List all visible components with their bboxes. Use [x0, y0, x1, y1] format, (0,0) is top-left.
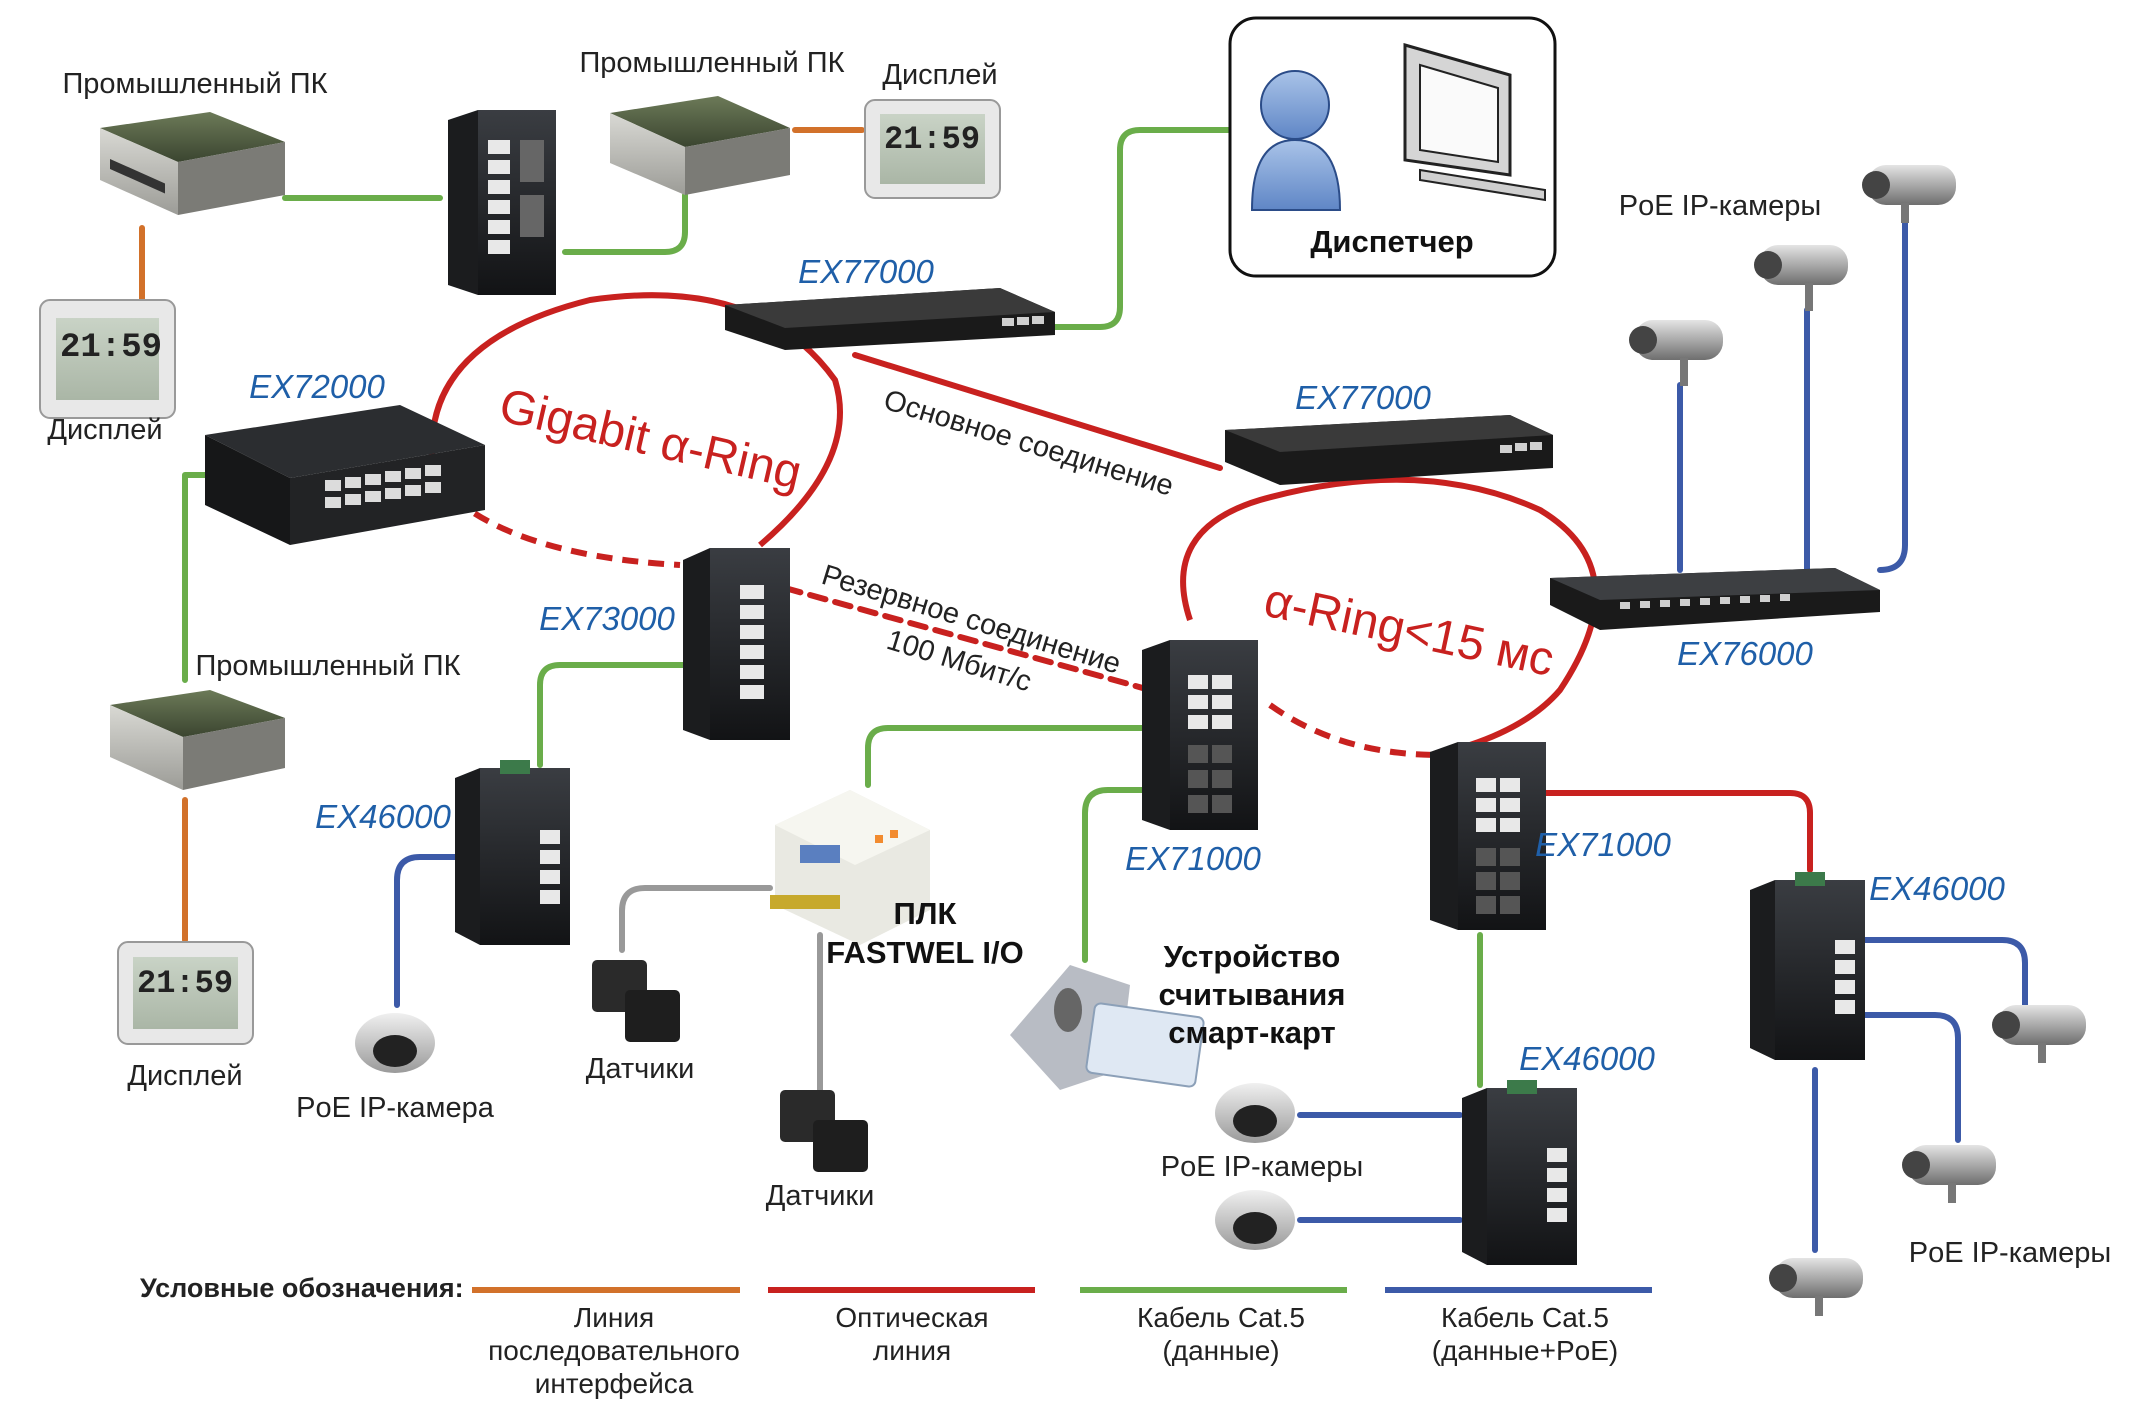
- camera-bullet-icons: [1629, 165, 2086, 1316]
- legend-cat5-poe-label-1: Кабель Cat.5: [1441, 1302, 1609, 1333]
- switch-ex46000-center[interactable]: [1462, 1080, 1577, 1265]
- smart-card-reader[interactable]: [1010, 965, 1205, 1090]
- ex73000-label: EX73000: [539, 600, 675, 637]
- display-bottom-left-clock: 21:59: [137, 965, 233, 1002]
- poe-camera-icon[interactable]: [1902, 1145, 1996, 1203]
- plc-label-2: FASTWEL I/O: [826, 935, 1024, 970]
- switch-ex71000-a[interactable]: [1142, 640, 1258, 830]
- sensors-group-1[interactable]: [592, 960, 680, 1042]
- switch-ex77000-right[interactable]: [1225, 415, 1553, 485]
- ex46000-left-label: EX46000: [315, 798, 451, 835]
- dispatcher-box[interactable]: Диспетчер: [1228, 16, 1557, 278]
- reader-label-1: Устройство: [1164, 939, 1341, 974]
- legend-optical-label-1: Оптическая: [835, 1302, 988, 1333]
- switch-ex46000-left[interactable]: [455, 760, 570, 945]
- display-top-right[interactable]: 21:59: [864, 99, 1001, 199]
- legend: Условные обозначения: Линия последовател…: [140, 1273, 1652, 1399]
- display-top-right-clock: 21:59: [884, 121, 980, 158]
- legend-serial-label-2: последовательного: [488, 1335, 740, 1366]
- cat5-line-ex73000-to-ex46000: [537, 662, 686, 768]
- ipc-top-mid-label: Промышленный ПК: [579, 47, 844, 79]
- legend-serial-label-1: Линия: [574, 1302, 654, 1333]
- switch-top-vertical[interactable]: [448, 110, 556, 295]
- gigabit-ring-solid: [428, 292, 843, 548]
- legend-cat5-label-2: (данные): [1162, 1335, 1279, 1366]
- gigabit-ring-dashed: [432, 478, 681, 568]
- connection-lines: [139, 127, 2028, 1253]
- monitor-icon: [1403, 43, 1546, 202]
- display-bottom-left[interactable]: 21:59: [117, 941, 254, 1045]
- dome-camera-icons: [355, 1013, 1295, 1250]
- cam-left-label: PoE IP-камера: [296, 1092, 495, 1124]
- switch-ex76000[interactable]: [1550, 568, 1880, 630]
- ipc-top-left-label: Промышленный ПК: [62, 68, 327, 100]
- ex46000-center-label: EX46000: [1519, 1040, 1655, 1077]
- sensors-2-label: Датчики: [766, 1180, 875, 1212]
- poe-camera-icon[interactable]: [1769, 1258, 1863, 1316]
- reader-label-2: считывания: [1159, 977, 1346, 1012]
- plc-label-1: ПЛК: [894, 896, 957, 931]
- cams-center-label: PoE IP-камеры: [1161, 1151, 1363, 1183]
- industrial-pc-top-left[interactable]: [100, 112, 285, 215]
- ex77000-top-label: EX77000: [798, 253, 934, 290]
- sensors-1-label: Датчики: [586, 1053, 695, 1085]
- ex71000-b-label: EX71000: [1535, 826, 1671, 863]
- cams-top-right-label: PoE IP-камеры: [1619, 190, 1821, 222]
- ex77000-right-label: EX77000: [1295, 379, 1431, 416]
- cams-bottom-right-label: PoE IP-камеры: [1909, 1237, 2111, 1269]
- dispatcher-label: Диспетчер: [1310, 224, 1473, 259]
- cat5-line-ex77000-to-dispatcher: [1052, 127, 1243, 330]
- display-left-clock: 21:59: [60, 329, 162, 367]
- poe-line-ex46000r-to-cam-b: [1837, 1012, 1961, 1143]
- legend-serial-label-3: интерфейса: [535, 1368, 694, 1399]
- poe-camera-icon[interactable]: [1629, 320, 1723, 386]
- cat5-line-ex71000-to-plc: [865, 725, 1151, 788]
- ex71000-a-label: EX71000: [1125, 840, 1261, 877]
- display-bottom-left-label: Дисплей: [127, 1060, 242, 1092]
- gigabit-ring-label: Gigabit α-Ring: [495, 379, 807, 500]
- sensors-group-2[interactable]: [780, 1090, 868, 1172]
- poe-line-ex46000r-to-cam-a: [1837, 937, 2028, 1008]
- fast-ring-label: α-Ring<15 мс: [1260, 574, 1559, 687]
- legend-optical-label-2: линия: [873, 1335, 951, 1366]
- industrial-pc-mid-left[interactable]: [110, 690, 285, 790]
- switch-ex73000[interactable]: [683, 548, 790, 740]
- cat5-line-ex71000-to-reader: [1082, 787, 1151, 963]
- cat5-line-switch-to-ipc-mid: [562, 192, 688, 255]
- ipc-mid-left-label: Промышленный ПК: [195, 650, 460, 682]
- reader-label-3: смарт-карт: [1168, 1015, 1336, 1050]
- plc-line-to-sensors-1: [619, 885, 773, 953]
- poe-line-ex46000-to-cam-left: [394, 854, 458, 1008]
- poe-line-ex76000-to-cam3: [1877, 217, 1908, 573]
- display-top-right-label: Дисплей: [882, 59, 997, 91]
- fast-ring-solid: [1180, 476, 1599, 748]
- optical-line-main: [852, 352, 1223, 471]
- poe-camera-icon[interactable]: [1862, 165, 1956, 223]
- ex46000-right-label: EX46000: [1869, 870, 2005, 907]
- legend-cat5-label-1: Кабель Cat.5: [1137, 1302, 1305, 1333]
- ex76000-label: EX76000: [1677, 635, 1813, 672]
- poe-camera-icon[interactable]: [1992, 1005, 2086, 1063]
- cat5-line-ex72000-to-ipc: [182, 472, 213, 683]
- display-left-label: Дисплей: [47, 414, 162, 446]
- display-left[interactable]: 21:59: [39, 299, 176, 419]
- dome-camera-icon[interactable]: [355, 1013, 435, 1073]
- plc-fastwel[interactable]: [770, 790, 930, 945]
- dome-camera-icon[interactable]: [1215, 1190, 1295, 1250]
- fast-ring-dashed: [1268, 702, 1441, 758]
- ex72000-label: EX72000: [249, 368, 385, 405]
- switch-ex72000[interactable]: [205, 405, 485, 545]
- legend-title: Условные обозначения:: [140, 1273, 464, 1303]
- switch-ex77000-top[interactable]: [725, 288, 1055, 350]
- industrial-pc-top-mid[interactable]: [610, 96, 790, 195]
- switch-ex46000-right[interactable]: [1750, 872, 1865, 1060]
- poe-camera-icon[interactable]: [1754, 245, 1848, 311]
- optical-line-backup: [782, 585, 1153, 693]
- switch-ex71000-b[interactable]: [1430, 742, 1546, 930]
- dome-camera-icon[interactable]: [1215, 1083, 1295, 1143]
- legend-cat5-poe-label-2: (данные+PoE): [1432, 1335, 1618, 1366]
- optical-line-ex71000b-to-ex46000: [1542, 790, 1813, 873]
- operator-icon: [1250, 70, 1342, 211]
